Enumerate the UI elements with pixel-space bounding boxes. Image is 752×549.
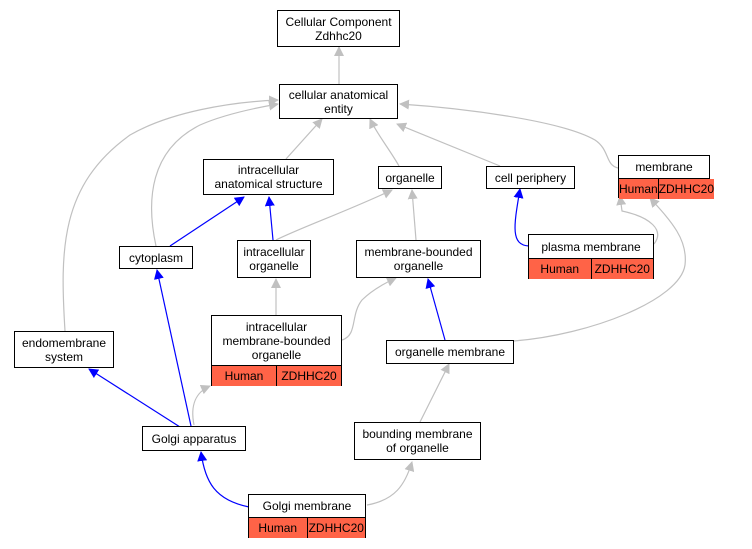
- edge-gm-golgi: [197, 451, 250, 508]
- edge-cytoplasm-cae: [151, 100, 279, 247]
- node-organelle[interactable]: organelle: [378, 166, 442, 189]
- annotation-species: Human: [529, 259, 591, 279]
- node-intracellular-organelle[interactable]: intracellular organelle: [237, 240, 311, 278]
- node-label: organelle: [385, 170, 435, 185]
- annotation-row: Human ZDHHC20: [529, 258, 653, 279]
- node-cellular-anatomical-entity[interactable]: cellular anatomical entity: [279, 84, 398, 119]
- edge-om-membrane: [513, 197, 686, 342]
- node-intracellular-anatomical-structure[interactable]: intracellular anatomical structure: [203, 159, 334, 195]
- annotation-gene: ZDHHC20: [590, 259, 653, 279]
- node-endomembrane-system[interactable]: endomembrane system: [14, 331, 114, 368]
- node-label: intracellular organelle: [243, 245, 305, 273]
- node-label: Golgi apparatus: [151, 431, 237, 446]
- edge-golgi-imbo: [192, 384, 211, 426]
- edge-membrane-cae: [399, 99, 619, 169]
- node-cytoplasm[interactable]: cytoplasm: [119, 246, 193, 269]
- node-membrane[interactable]: membrane Human ZDHHC20: [618, 155, 715, 199]
- node-label: Golgi membrane: [262, 499, 352, 513]
- node-cellular-component-root[interactable]: Cellular Component Zdhhc20: [277, 10, 400, 47]
- annotation-gene: ZDHHC20: [306, 518, 365, 538]
- node-label: cellular anatomical entity: [288, 87, 389, 116]
- node-label: Cellular Component Zdhhc20: [285, 14, 392, 43]
- node-label: membrane-bounded organelle: [364, 245, 473, 273]
- edge-organelle-cae: [369, 118, 400, 167]
- annotation-row: Human ZDHHC20: [212, 365, 341, 386]
- node-golgi-apparatus[interactable]: Golgi apparatus: [142, 426, 246, 451]
- node-organelle-membrane[interactable]: organelle membrane: [386, 340, 514, 364]
- edge-mbo-organelle: [407, 189, 418, 241]
- edge-golgi-cytoplasm: [154, 269, 192, 427]
- node-intracellular-membrane-bounded-organelle[interactable]: intracellular membrane-bounded organelle…: [211, 315, 342, 386]
- annotation-row: Human ZDHHC20: [619, 178, 715, 199]
- node-label: cytoplasm: [128, 250, 184, 265]
- node-label: bounding membrane of organelle: [362, 427, 473, 455]
- annotation-row: Human ZDHHC20: [249, 517, 365, 538]
- edge-golgi-endo: [88, 368, 181, 428]
- edge-om-mbo: [425, 278, 446, 341]
- annotation-species: Human: [212, 366, 276, 386]
- edge-io-ias: [264, 196, 275, 241]
- edge-gm-bmo: [366, 461, 415, 506]
- node-label: organelle membrane: [394, 345, 506, 359]
- node-golgi-membrane[interactable]: Golgi membrane Human ZDHHC20: [248, 494, 366, 538]
- annotation-species: Human: [619, 179, 658, 199]
- node-plasma-membrane[interactable]: plasma membrane Human ZDHHC20: [528, 234, 654, 279]
- node-label: cell periphery: [494, 170, 567, 185]
- node-label: endomembrane system: [21, 335, 107, 364]
- node-bounding-membrane-of-organelle[interactable]: bounding membrane of organelle: [354, 422, 481, 460]
- node-label: membrane: [635, 160, 693, 174]
- edge-bmo-om: [419, 363, 450, 423]
- node-label: plasma membrane: [541, 239, 641, 254]
- annotation-species: Human: [249, 518, 307, 538]
- edge-pm-cellperiph: [513, 188, 530, 247]
- edge-pm-membrane: [616, 195, 659, 245]
- edge-cellperiph-cae: [396, 122, 501, 167]
- node-label: intracellular anatomical structure: [214, 163, 323, 191]
- node-membrane-bounded-organelle[interactable]: membrane-bounded organelle: [356, 240, 481, 278]
- annotation-gene: ZDHHC20: [276, 366, 341, 386]
- node-label: intracellular membrane-bounded organelle: [222, 319, 331, 362]
- edge-imbo-mbo: [341, 277, 397, 341]
- edge-ias-cae: [285, 118, 323, 160]
- edge-endo-cae: [62, 95, 279, 332]
- node-cell-periphery[interactable]: cell periphery: [486, 166, 575, 189]
- edge-cytoplasm-ias: [169, 196, 245, 247]
- edge-io-organelle: [275, 189, 393, 241]
- annotation-gene: ZDHHC20: [657, 179, 715, 199]
